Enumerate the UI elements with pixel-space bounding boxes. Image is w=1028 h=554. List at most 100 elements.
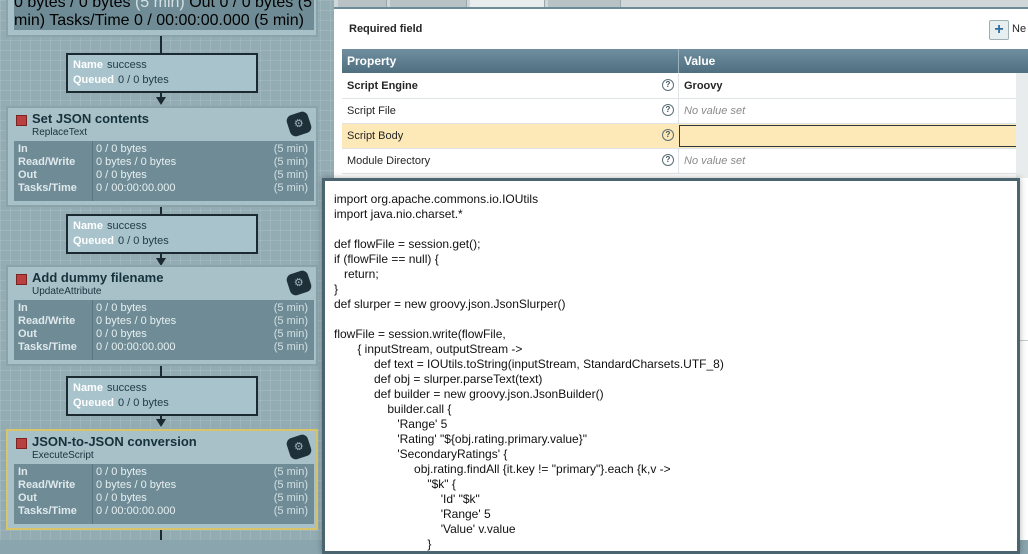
connection-line (160, 360, 162, 376)
connection-queued-label: Queued (73, 74, 114, 86)
property-value[interactable]: No value set (684, 155, 746, 167)
column-header-value[interactable]: Value (684, 54, 716, 68)
connection-queued: 0 / 0 bytes (117, 235, 169, 247)
connection-line (160, 528, 162, 540)
tab-bar (334, 0, 1028, 7)
processor-icon: ⚙ (285, 269, 313, 297)
stat-value: 0 / 0 bytes (96, 169, 147, 181)
new-property-button[interactable]: Ne (1012, 23, 1027, 35)
processor-set-json-contents[interactable]: Set JSON contents ReplaceText ⚙ In 0 / 0… (6, 106, 318, 207)
stat-label: Tasks/Time (18, 341, 77, 353)
stat-label: Tasks/Time (18, 505, 77, 517)
processor-partial[interactable]: 0 bytes / 0 bytes (5 min) Out 0 / 0 byte… (6, 0, 318, 37)
column-header-property[interactable]: Property (347, 54, 397, 68)
stat-period: (5 min) (14, 0, 312, 29)
code-line: "$k" { (334, 477, 456, 491)
connection-line (160, 201, 162, 215)
stat-period: (5 min) (273, 466, 308, 478)
stat-value: 0 / 00:00:00.000 (134, 12, 250, 29)
stat-label: Out (18, 492, 37, 504)
property-value[interactable]: Groovy (684, 80, 723, 92)
code-line: 'Range' 5 (334, 507, 491, 521)
tab-settings[interactable] (338, 0, 387, 7)
stat-value: 0 / 0 bytes (96, 492, 147, 504)
stat-period: (5 min) (273, 341, 308, 353)
code-line: } (334, 537, 432, 551)
stat-value: 0 bytes / 0 bytes (96, 156, 177, 168)
connection-name-label: Name (73, 382, 103, 394)
property-value-input[interactable] (679, 125, 1017, 147)
code-line: 'Value' v.value (334, 522, 516, 536)
stat-label: In (18, 466, 28, 478)
stat-label: In (18, 302, 28, 314)
flow-canvas[interactable]: 0 bytes / 0 bytes (5 min) Out 0 / 0 byte… (0, 0, 334, 540)
connection-name: success (106, 220, 147, 232)
property-name: Script Engine (347, 80, 418, 92)
connection-name-label: Name (73, 220, 103, 232)
stat-value: 0 / 00:00:00.000 (96, 341, 176, 353)
property-name: Module Directory (347, 155, 431, 167)
code-line: obj.rating.findAll {it.key != "primary"}… (334, 462, 671, 476)
property-row-script-body[interactable]: Script Body ? (342, 124, 1028, 149)
stat-label: Out (189, 0, 215, 11)
code-line: def slurper = new groovy.json.JsonSlurpe… (334, 297, 566, 311)
arrow-down-icon (156, 258, 166, 266)
connection-queued-label: Queued (73, 397, 114, 409)
property-row-script-engine[interactable]: Script Engine ? Groovy (342, 74, 1028, 99)
tab-scheduling[interactable] (390, 0, 467, 7)
processor-stats: In 0 / 0 bytes (5 min) Read/Write 0 byte… (14, 141, 314, 201)
stat-label: Out (18, 328, 37, 340)
processor-json-to-json-conversion[interactable]: JSON-to-JSON conversion ExecuteScript ⚙ … (6, 429, 318, 530)
property-name: Script Body (347, 130, 404, 142)
connection-queued: 0 / 0 bytes (117, 74, 169, 86)
stat-period: (5 min) (273, 492, 308, 504)
stat-value: 0 bytes / 0 bytes (96, 315, 177, 327)
property-row-module-directory[interactable]: Module Directory ? No value set (342, 149, 1028, 174)
code-line: import org.apache.commons.io.IOUtils (334, 192, 539, 206)
processor-name: JSON-to-JSON conversion (32, 434, 197, 449)
stat-period: (5 min) (273, 328, 308, 340)
stat-value: 0 / 0 bytes (96, 143, 147, 155)
stat-label: Tasks/Time (18, 182, 77, 194)
stat-period: (5 min) (273, 182, 308, 194)
tab-properties[interactable] (470, 0, 545, 7)
processor-stats: In 0 / 0 bytes (5 min) Read/Write 0 byte… (14, 300, 314, 360)
processor-name: Add dummy filename (32, 270, 164, 285)
code-line: return; (334, 267, 379, 281)
properties-table-header: Property Value (342, 49, 1028, 73)
property-row-script-file[interactable]: Script File ? No value set (342, 99, 1028, 124)
stat-period: (5 min) (273, 315, 308, 327)
tab-underline (334, 7, 1028, 9)
tab-comments[interactable] (548, 0, 621, 7)
arrow-down-icon (156, 419, 166, 427)
processor-type: ReplaceText (32, 127, 88, 138)
connection-line (160, 253, 162, 259)
stat-value: 0 / 0 bytes (96, 302, 147, 314)
help-icon[interactable]: ? (662, 104, 674, 116)
help-icon[interactable]: ? (662, 129, 674, 141)
property-value[interactable]: No value set (684, 105, 746, 117)
connection-queued: 0 / 0 bytes (117, 397, 169, 409)
help-icon[interactable]: ? (662, 154, 674, 166)
required-field-label: Required field (349, 23, 423, 35)
help-icon[interactable]: ? (662, 79, 674, 91)
processor-add-dummy-filename[interactable]: Add dummy filename UpdateAttribute ⚙ In … (6, 265, 318, 366)
stat-value: 0 / 00:00:00.000 (96, 182, 176, 194)
processor-type: UpdateAttribute (32, 286, 102, 297)
stat-label: In (18, 143, 28, 155)
connection-line (160, 414, 162, 420)
code-line: 'Range' 5 (334, 417, 448, 431)
code-line: 'Rating' "${obj.rating.primary.value}" (334, 432, 587, 446)
connection-line (160, 36, 162, 54)
processor-type: ExecuteScript (32, 450, 94, 461)
code-line (334, 222, 724, 237)
stat-value: 0 / 00:00:00.000 (96, 505, 176, 517)
stat-period: (5 min) (273, 302, 308, 314)
arrow-down-icon (156, 97, 166, 105)
plus-icon[interactable]: + (989, 20, 1009, 40)
